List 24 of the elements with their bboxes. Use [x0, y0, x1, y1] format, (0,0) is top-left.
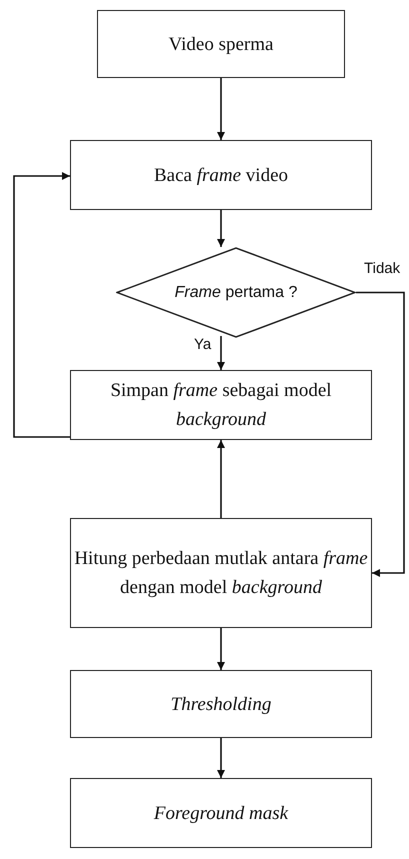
process-box — [97, 10, 345, 78]
arrow — [217, 738, 225, 778]
arrow — [217, 210, 225, 247]
process-box — [70, 778, 372, 848]
decision-diamond — [116, 247, 356, 338]
node-text: Frame pertama ? — [174, 283, 298, 303]
arrow — [217, 78, 225, 140]
node-text: Baca frame video — [154, 164, 288, 188]
node-text: Simpan frame sebagai model background — [109, 379, 333, 432]
process-box — [70, 518, 372, 628]
process-box — [70, 140, 372, 210]
process-box — [70, 370, 372, 440]
process-box — [70, 670, 372, 738]
arrow — [217, 628, 225, 670]
node-text: Video sperma — [168, 32, 274, 56]
arrow — [13, 172, 70, 438]
arrow — [356, 292, 405, 577]
node-text: Hitung perbedaan mutlak antara frame dengan model background — [73, 547, 369, 600]
node-text: Thresholding — [170, 692, 272, 716]
arrow — [217, 440, 225, 518]
edge-label: Tidak — [364, 260, 400, 277]
arrow — [217, 336, 225, 370]
edge-label: Ya — [194, 336, 212, 353]
node-text: Foreground mask — [154, 802, 288, 826]
